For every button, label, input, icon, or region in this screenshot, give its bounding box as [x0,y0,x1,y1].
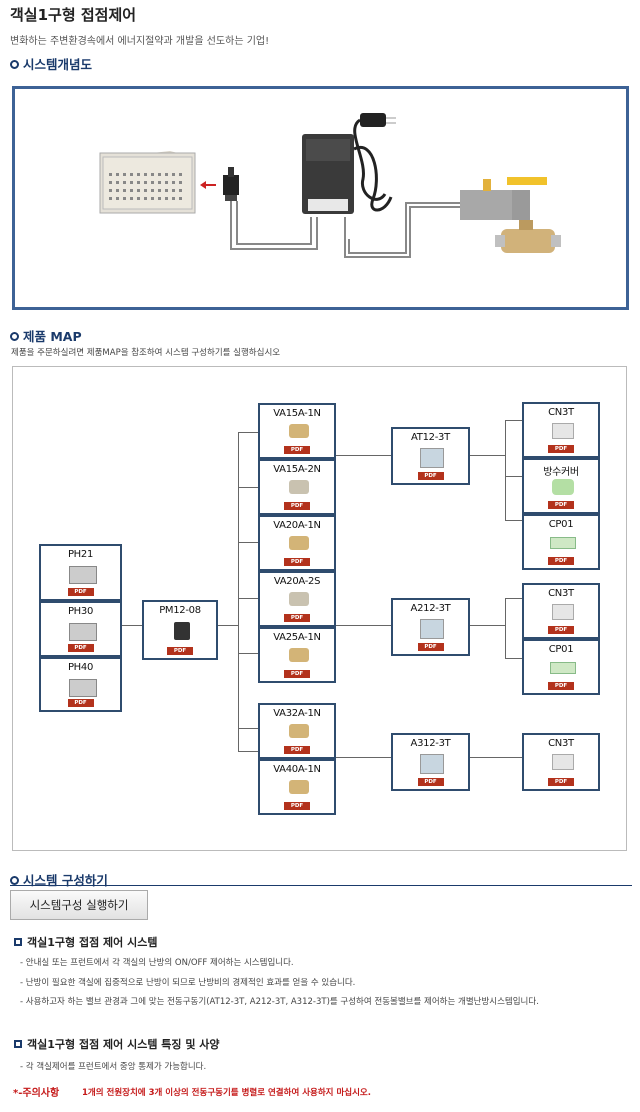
pdf-button[interactable]: PDF [167,647,193,655]
circle-bullet-icon [10,876,19,885]
panel-image [69,566,97,584]
pdf-button[interactable]: PDF [417,643,444,651]
panel-image [69,679,97,697]
product-card-cn3t[interactable]: CN3T PDF [522,402,600,458]
product-card-a312-3t[interactable]: A312-3T PDF [391,733,470,791]
toggle-switch-image [223,167,239,201]
product-card-va15a-1n[interactable]: VA15A-1N PDF [258,403,336,459]
product-card-a212-3t[interactable]: A212-3T PDF [391,598,470,656]
feature-heading-system: 객실1구형 접점 제어 시스템 [14,934,157,950]
valve-image [289,536,309,550]
product-card-cp01[interactable]: CP01 PDF [522,639,600,695]
pdf-button[interactable]: PDF [548,501,574,509]
clip-image [550,537,576,549]
product-card-va25a-1n[interactable]: VA25A-1N PDF [258,627,336,683]
pdf-button[interactable]: PDF [548,682,574,690]
pdf-button[interactable]: PDF [548,626,574,634]
product-card-cn3t[interactable]: CN3T PDF [522,733,600,791]
product-card-at12-3t[interactable]: AT12-3T PDF [391,427,470,485]
pdf-button[interactable]: PDF [548,557,574,565]
clip-image [550,662,576,674]
pdf-button[interactable]: PDF [67,588,94,596]
power-supply-image [302,113,396,214]
product-card-waterproof-cover[interactable]: 방수커버 PDF [522,458,600,514]
valve-image [289,724,309,738]
section-divider [10,885,632,886]
feature-line: - 사용하고자 하는 밸브 관경과 그에 맞는 전동구동기(AT12-3T, A… [20,997,539,1007]
cover-image [552,479,574,495]
pdf-button[interactable]: PDF [284,446,310,454]
actuator-image [420,448,444,468]
product-card-va32a-1n[interactable]: VA32A-1N PDF [258,703,336,759]
control-panel-image [99,151,196,214]
valve-image [289,424,309,438]
connector-image [552,754,574,770]
feature-line: - 난방이 필요한 객실에 집중적으로 난방이 되므로 난방비의 경제적인 효과… [20,978,356,988]
product-card-va15a-2n[interactable]: VA15A-2N PDF [258,459,336,515]
pdf-button[interactable]: PDF [417,472,444,480]
run-system-build-button[interactable]: 시스템구성 실행하기 [10,890,148,920]
panel-image [69,623,97,641]
pdf-button[interactable]: PDF [284,802,310,810]
concept-diagram-illustration [99,113,561,258]
product-card-ph40[interactable]: PH40 PDF [39,657,122,712]
product-map-description: 제품을 주문하실려면 제품MAP을 참조하여 시스템 구성하기를 실행하십시오 [11,348,281,358]
pdf-button[interactable]: PDF [67,644,94,652]
product-card-va20a-2s[interactable]: VA20A-2S PDF [258,571,336,627]
warning-text: 1개의 전원장치에 3개 이상의 전동구동기를 병렬로 연결하여 사용하지 마십… [82,1088,371,1098]
actuator-image [420,619,444,639]
red-arrow-icon [200,181,216,189]
page-subtitle: 변화하는 주변환경속에서 에너지절약과 개발을 선도하는 기업! [10,36,270,47]
section-heading-system-build: 시스템 구성하기 [10,870,108,889]
actuator-image [420,754,444,774]
product-card-ph21[interactable]: PH21 PDF [39,544,122,601]
section-heading-product-map: 제품 MAP [10,326,82,345]
product-card-cn3t[interactable]: CN3T PDF [522,583,600,639]
pdf-button[interactable]: PDF [284,746,310,754]
product-card-va40a-1n[interactable]: VA40A-1N PDF [258,759,336,815]
feature-line: - 각 객실제어를 프런트에서 중앙 통제가 가능합니다. [20,1062,207,1072]
valve-image [289,648,309,662]
pdf-button[interactable]: PDF [67,699,94,707]
circle-bullet-icon [10,332,19,341]
section-heading-concept: 시스템개념도 [10,54,92,73]
valve-image [289,780,309,794]
pdf-button[interactable]: PDF [284,502,310,510]
product-card-pm12-08[interactable]: PM12-08 PDF [142,600,218,660]
concept-diagram [12,86,629,310]
controller-image [174,622,190,640]
product-card-ph30[interactable]: PH30 PDF [39,601,122,657]
connector-image [552,604,574,620]
valve-actuator-image [460,177,561,253]
pdf-button[interactable]: PDF [284,558,310,566]
warning-label: *-주의사항 [13,1088,60,1099]
square-bullet-icon [14,1040,22,1048]
feature-heading-spec: 객실1구형 접점 제어 시스템 특징 및 사양 [14,1036,220,1052]
pdf-button[interactable]: PDF [284,670,310,678]
page-title: 객실1구형 접점제어 [10,6,137,24]
product-card-va20a-1n[interactable]: VA20A-1N PDF [258,515,336,571]
valve-image [289,480,309,494]
pdf-button[interactable]: PDF [548,445,574,453]
feature-line: - 안내실 또는 프런트에서 각 객실의 난방의 ON/OFF 제어하는 시스템… [20,958,294,968]
circle-bullet-icon [10,60,19,69]
pdf-button[interactable]: PDF [417,778,444,786]
valve-image [289,592,309,606]
connector-image [552,423,574,439]
pdf-button[interactable]: PDF [548,778,574,786]
square-bullet-icon [14,938,22,946]
pdf-button[interactable]: PDF [284,614,310,622]
product-card-cp01[interactable]: CP01 PDF [522,514,600,570]
